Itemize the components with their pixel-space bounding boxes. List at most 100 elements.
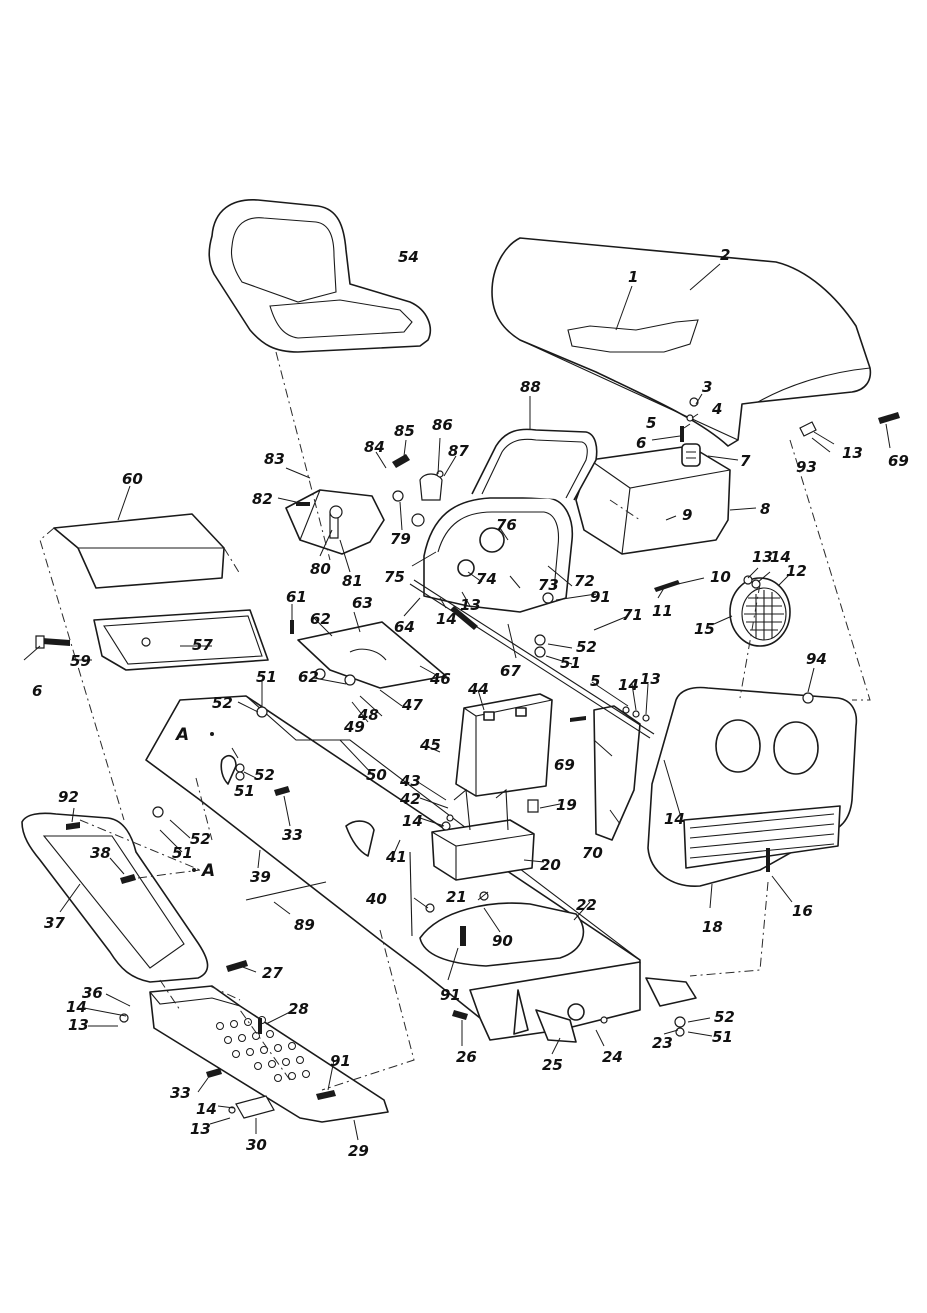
callout-85: 85: [394, 422, 415, 440]
seat-pan-cover: [53, 513, 225, 589]
callout-50: 50: [366, 766, 387, 784]
callout-15: 15: [694, 620, 715, 638]
callout-16: 16: [792, 902, 813, 920]
callout-52-a: 52: [212, 694, 233, 712]
callout-62-a: 62: [310, 610, 331, 628]
callout-84: 84: [364, 438, 385, 456]
callout-18: 18: [702, 918, 723, 936]
callout-5: 5: [646, 414, 656, 432]
callout-13-headlight: 13: [752, 548, 773, 566]
callout-14-headlight: 14: [770, 548, 791, 566]
callout-93: 93: [796, 458, 817, 476]
callout-37: 37: [44, 914, 65, 932]
callout-92: 92: [58, 788, 79, 806]
callout-26: 26: [456, 1048, 477, 1066]
callout-48: 48: [357, 706, 379, 724]
callout-89: 89: [294, 916, 315, 934]
callout-88: 88: [520, 378, 541, 396]
grille-housing: [647, 686, 858, 887]
callout-70: 70: [582, 844, 603, 862]
callout-25: 25: [542, 1056, 563, 1074]
callout-11: 11: [652, 602, 673, 620]
mounting-plate: [297, 621, 447, 689]
callout-36: 36: [82, 984, 103, 1002]
callout-13-footrest: 13: [190, 1120, 211, 1138]
seat: [208, 199, 432, 353]
callout-23: 23: [652, 1034, 673, 1052]
side-panel: [593, 705, 641, 841]
callout-43: 43: [399, 772, 421, 790]
callout-82: 82: [252, 490, 273, 508]
callout-6: 6: [636, 434, 646, 452]
callout-13-side: 13: [640, 670, 661, 688]
callout-47: 47: [401, 696, 423, 714]
callout-27: 27: [262, 964, 283, 982]
callout-71: 71: [622, 606, 643, 624]
callout-62-b: 62: [298, 668, 319, 686]
callout-14-footrest: 14: [196, 1100, 217, 1118]
callout-69-b: 69: [888, 452, 909, 470]
callout-90: 90: [492, 932, 513, 950]
callout-20: 20: [540, 856, 561, 874]
callout-8: 8: [760, 500, 770, 518]
marker-a-fender: A: [200, 861, 215, 881]
callout-33-footrest: 33: [170, 1084, 191, 1102]
callout-52-e: 52: [714, 1008, 735, 1026]
callout-51-d: 51: [560, 654, 581, 672]
callout-44: 44: [467, 680, 489, 698]
rear-fender: [21, 812, 209, 983]
callout-21: 21: [446, 888, 467, 906]
callout-69-a: 69: [554, 756, 575, 774]
callout-91-b: 91: [440, 986, 461, 1004]
callout-75: 75: [384, 568, 405, 586]
callout-63: 63: [352, 594, 373, 612]
callout-52-b: 52: [254, 766, 275, 784]
hood: [491, 237, 872, 447]
marker-a-frame: A: [174, 725, 189, 745]
fuel-tank: [575, 443, 731, 555]
callout-2: 2: [720, 246, 730, 264]
callout-54: 54: [398, 248, 419, 266]
callout-13-fender: 13: [68, 1016, 89, 1034]
callout-81: 81: [342, 572, 363, 590]
callout-12: 12: [786, 562, 807, 580]
callout-41: 41: [385, 848, 407, 866]
callout-4: 4: [711, 400, 722, 418]
callout-39: 39: [250, 868, 271, 886]
callout-29: 29: [348, 1142, 369, 1160]
callout-7: 7: [740, 452, 751, 470]
callout-51-b: 51: [234, 782, 255, 800]
callout-45: 45: [419, 736, 441, 754]
callout-51-c: 51: [172, 844, 193, 862]
callout-61: 61: [286, 588, 307, 606]
callout-80: 80: [310, 560, 331, 578]
callout-51-e: 51: [712, 1028, 733, 1046]
callout-13-dash: 13: [460, 596, 481, 614]
callout-24: 24: [602, 1048, 623, 1066]
callout-49: 49: [343, 718, 365, 736]
callout-labels: 1 2 3 4 5 6 7 8 9 10 11 12 13 14 15 16 1…: [32, 246, 909, 1160]
storage-box: [93, 609, 269, 671]
callout-6-box: 6: [32, 682, 42, 700]
callout-76: 76: [496, 516, 517, 534]
callout-46: 46: [429, 670, 451, 688]
callout-5-side: 5: [590, 672, 600, 690]
callout-1: 1: [628, 268, 638, 286]
callout-30: 30: [246, 1136, 267, 1154]
callout-14-tray: 14: [402, 812, 423, 830]
assembly-lines: [39, 351, 871, 1091]
callout-64: 64: [394, 618, 415, 636]
main-frame: [145, 695, 697, 1043]
callout-67: 67: [500, 662, 521, 680]
headlight: [729, 577, 791, 647]
callout-22: 22: [576, 896, 597, 914]
dash-panel: [423, 428, 598, 613]
callout-91-c: 91: [330, 1052, 351, 1070]
callout-57: 57: [192, 636, 213, 654]
callout-74: 74: [476, 570, 497, 588]
callout-10: 10: [710, 568, 731, 586]
callout-14-grille: 14: [664, 810, 685, 828]
rods: [245, 579, 655, 937]
